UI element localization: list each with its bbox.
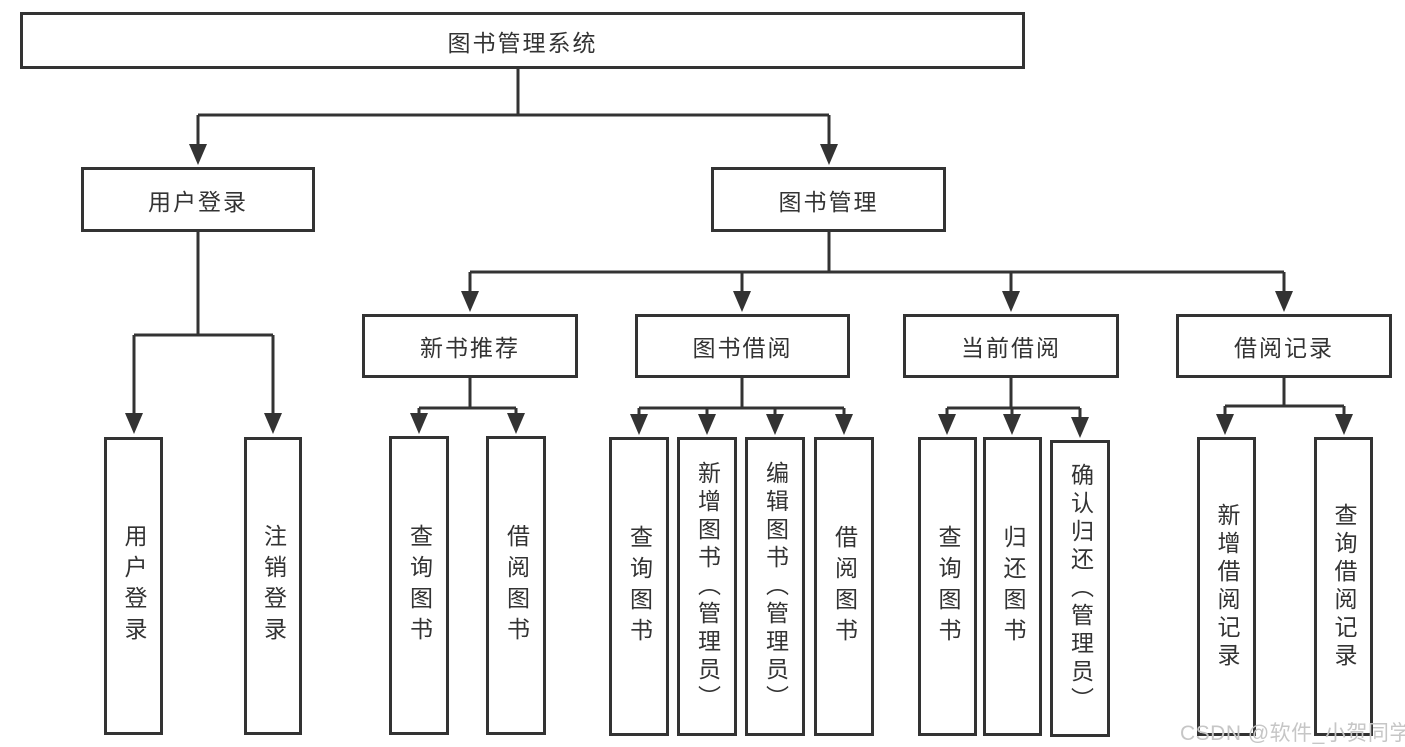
arrowhead [938,414,956,435]
node-leaf-query-books-3: 查询图书 [918,437,977,736]
arrowhead [1002,291,1020,312]
node-label: 查询图书 [935,524,961,649]
node-leaf-user-login: 用户登录 [104,437,163,735]
node-label: 新书推荐 [420,335,520,361]
arrowhead [264,413,282,434]
node-leaf-query-borrow-record: 查询借阅记录 [1314,437,1373,736]
node-label: 图书管理 [778,188,879,215]
connector-user-login-branch [132,232,275,416]
arrowhead [1003,414,1021,435]
node-label: 图书管理系统 [447,29,598,56]
node-label: 借阅图书 [503,523,530,648]
node-new-book-recommendation: 新书推荐 [362,314,578,378]
node-current-borrowing: 当前借阅 [903,314,1119,378]
node-user-login: 用户登录 [81,167,315,232]
arrowhead [698,414,716,435]
node-leaf-add-borrow-record: 新增借阅记录 [1197,437,1256,736]
arrowhead [1335,414,1353,435]
node-leaf-borrow-books-1: 借阅图书 [486,436,546,735]
connector-root-to-level2 [196,69,831,148]
arrowhead [733,291,751,312]
node-borrowing-records: 借阅记录 [1176,314,1392,378]
node-label: 新增图书（管理员） [694,460,721,713]
arrowhead [1216,414,1234,435]
node-label: 用户登录 [148,188,248,215]
node-leaf-logout: 注销登录 [244,437,302,735]
node-book-management: 图书管理 [711,167,946,232]
node-leaf-add-books-admin: 新增图书（管理员） [677,437,737,736]
connector-book-borrow-branch [637,378,846,417]
node-leaf-edit-books-admin: 编辑图书（管理员） [745,437,805,736]
connector-current-borrow-branch [945,378,1082,420]
node-leaf-return-books: 归还图书 [983,437,1042,736]
arrowhead [461,291,479,312]
node-leaf-query-books-2: 查询图书 [609,437,669,736]
node-label: 当前借阅 [961,335,1061,361]
node-label: 查询图书 [406,523,433,648]
node-leaf-query-books-1: 查询图书 [389,436,449,735]
arrowhead [189,144,207,165]
node-label: 用户登录 [121,524,147,648]
node-label: 查询图书 [626,524,653,649]
connector-new-book-branch [417,378,518,416]
arrowhead [1071,417,1089,438]
node-book-borrowing: 图书借阅 [635,314,850,378]
arrowhead [1275,291,1293,312]
node-label: 确认归还（管理员） [1067,462,1094,715]
connector-borrow-records-branch [1223,378,1346,417]
node-label: 归还图书 [1000,524,1026,649]
arrowhead [125,413,143,434]
node-label: 借阅图书 [831,524,858,649]
arrowhead [820,144,838,165]
node-label: 查询借阅记录 [1331,502,1357,671]
node-library-management-system: 图书管理系统 [20,12,1025,69]
node-label: 编辑图书（管理员） [762,460,789,713]
node-label: 图书借阅 [692,335,793,361]
node-leaf-borrow-books-2: 借阅图书 [814,437,874,736]
node-label: 新增借阅记录 [1214,502,1240,671]
node-leaf-confirm-return-admin: 确认归还（管理员） [1050,440,1110,737]
arrowhead [410,413,428,434]
arrowhead [766,414,784,435]
node-label: 注销登录 [260,524,287,648]
arrowhead [835,414,853,435]
node-label: 借阅记录 [1234,335,1334,361]
connector-book-mgmt-branch [468,232,1286,295]
arrowhead [507,413,525,434]
arrowhead [630,414,648,435]
csdn-watermark: CSDN @软件_小贺同学 [1180,722,1405,745]
